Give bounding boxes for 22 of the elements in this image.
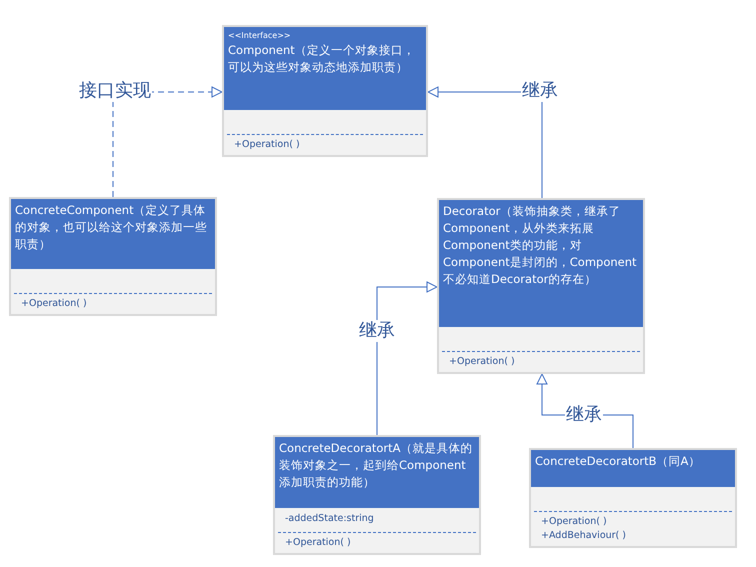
- class-box: [9, 197, 217, 316]
- operation-text: +Operation( ): [449, 355, 516, 369]
- class-name: ConcreteDecoratortA（就是具体的装饰对象之一，起到给Component添加职责的功能）: [279, 440, 474, 491]
- class-name: Decorator（装饰抽象类，继承了Component，从外类来拓展Component类的功能，对Component是封闭的，Component不必知道Decorator的存在）: [443, 203, 638, 288]
- attribute-text: -addedState:string: [285, 512, 375, 526]
- class-box: [273, 435, 481, 555]
- class-name: Component（定义一个对象接口，可以为这些对象动态地添加职责）: [228, 42, 416, 76]
- class-name: ConcreteComponent（定义了具体的对象，也可以给这个对象添加一些职责）: [15, 202, 208, 253]
- edge-label: 继承: [521, 80, 559, 102]
- operation-text: +Operation( ): [285, 536, 352, 550]
- operation-text: +Operation( ): [541, 515, 608, 529]
- stereotype-label: <<Interface>>: [228, 30, 292, 42]
- operation-text: +Operation( ): [21, 297, 88, 311]
- class-name: ConcreteDecoratortB（同A）: [535, 453, 702, 470]
- edge-label: 继承: [358, 320, 396, 342]
- inheritance-arrow: [376, 282, 438, 436]
- class-box: [222, 25, 428, 157]
- edge-label: 接口实现: [78, 80, 152, 102]
- class-box: [529, 448, 737, 548]
- operation-text: +Operation( ): [234, 138, 301, 152]
- operation-text: +AddBehaviour( ): [541, 529, 627, 543]
- class-box: [437, 198, 645, 374]
